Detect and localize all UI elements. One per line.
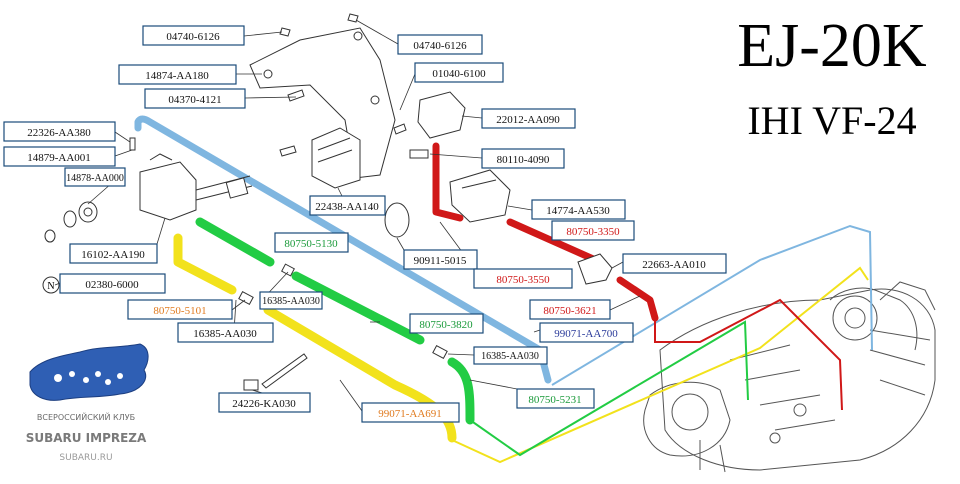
part-labels: 04740-6126 04740-6126 14874-AA180 01040-… xyxy=(27,31,706,420)
green-hose xyxy=(195,217,475,425)
red-hose-vertical xyxy=(432,142,464,222)
blue-route xyxy=(551,224,873,386)
part-sketches xyxy=(42,13,613,391)
label-22663-aa010: 22663-AA010 xyxy=(642,259,706,271)
label-80750-3820: 80750-3820 xyxy=(419,319,473,331)
russia-map-shape xyxy=(29,343,149,401)
label-04740-6126-top: 04740-6126 xyxy=(166,31,220,43)
label-80110-4090: 80110-4090 xyxy=(497,154,550,166)
label-16385-aa030-small: 16385-AA030 xyxy=(262,296,320,307)
duty-solenoid xyxy=(449,169,511,223)
circle-n-mark: N xyxy=(47,281,54,292)
label-80750-3350: 80750-3350 xyxy=(566,226,620,238)
label-80750-5101: 80750-5101 xyxy=(153,305,206,317)
red-route xyxy=(654,298,843,411)
logo-line3: SUBARU.RU xyxy=(59,453,112,463)
label-22326-aa380: 22326-AA380 xyxy=(27,127,91,139)
solenoid-valve xyxy=(417,91,466,139)
club-logo: ВСЕРОССИЙСКИЙ КЛУБ SUBARU IMPREZA SUBARU… xyxy=(26,343,149,463)
label-16385-aa030: 16385-AA030 xyxy=(193,328,257,340)
cable-tie xyxy=(261,353,308,389)
label-04370-4121: 04370-4121 xyxy=(168,94,221,106)
label-frames xyxy=(3,25,727,423)
label-14879-aa001: 14879-AA001 xyxy=(27,152,91,164)
leader-lines xyxy=(54,19,641,412)
label-22438-aa140: 22438-AA140 xyxy=(315,201,379,213)
yellow-route xyxy=(451,266,869,464)
turbo-manifold-drawing xyxy=(643,281,936,473)
pressure-sensor xyxy=(577,253,613,285)
label-04740-6126-right: 04740-6126 xyxy=(413,40,467,52)
vacuum-switch-module xyxy=(311,127,361,189)
label-99071-aa691: 99071-AA691 xyxy=(378,408,442,420)
turbo-title: IHI VF-24 xyxy=(747,98,916,143)
label-22012-aa090: 22012-AA090 xyxy=(496,114,560,126)
actuator-body xyxy=(139,161,197,221)
label-14874-aa180: 14874-AA180 xyxy=(145,70,209,82)
label-24226-ka030: 24226-KA030 xyxy=(232,398,296,410)
engine-title: EJ-20K xyxy=(737,12,927,80)
label-99071-aa700: 99071-AA700 xyxy=(554,328,618,340)
label-16102-aa190: 16102-AA190 xyxy=(81,249,145,261)
blue-hose xyxy=(134,115,552,384)
green-route xyxy=(469,320,749,457)
logo-stars xyxy=(54,371,123,385)
label-14878-aa000: 14878-AA000 xyxy=(66,173,124,184)
label-80750-5231: 80750-5231 xyxy=(528,394,581,406)
label-02380-6000: 02380-6000 xyxy=(85,279,139,291)
red-hose-diag xyxy=(506,218,604,266)
logo-line2: SUBARU IMPREZA xyxy=(26,431,147,445)
label-80750-3621: 80750-3621 xyxy=(543,305,596,317)
red-hose-right xyxy=(616,276,659,322)
sensor-cap xyxy=(384,202,410,238)
label-01040-6100: 01040-6100 xyxy=(432,68,486,80)
label-80750-3550: 80750-3550 xyxy=(496,274,550,286)
label-14774-aa530: 14774-AA530 xyxy=(546,205,610,217)
logo-line1: ВСЕРОССИЙСКИЙ КЛУБ xyxy=(37,411,135,422)
label-90911-5015: 90911-5015 xyxy=(414,255,467,267)
hose-routes xyxy=(451,224,873,464)
label-80750-5130: 80750-5130 xyxy=(284,238,338,250)
label-16385-aa030-right: 16385-AA030 xyxy=(481,351,539,362)
